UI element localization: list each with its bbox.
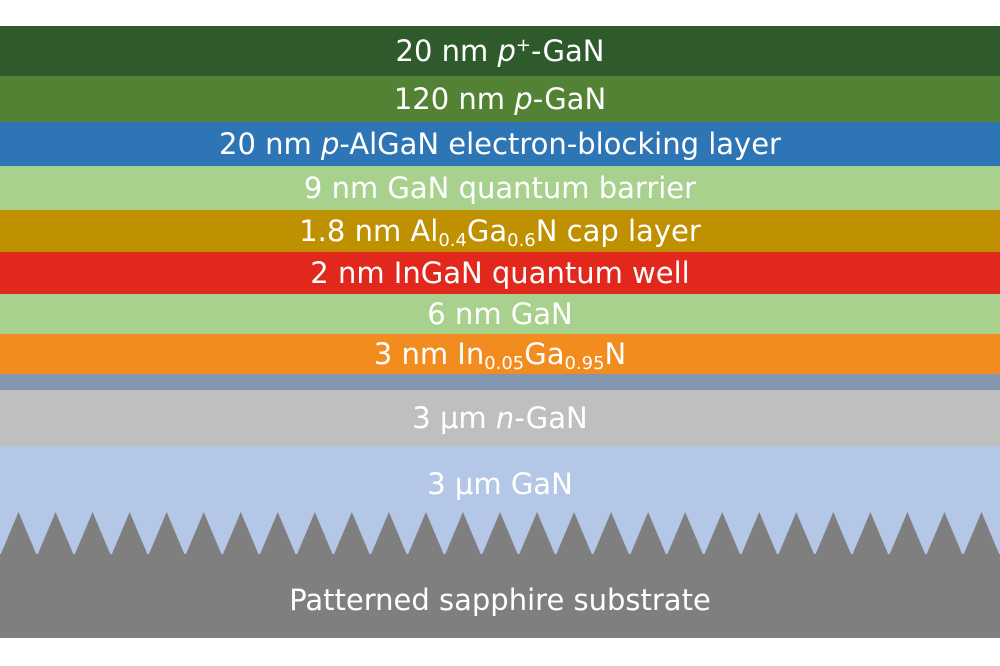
sapphire-cone	[592, 512, 630, 556]
label-part: 0.4	[438, 229, 467, 251]
sapphire-cone	[259, 512, 297, 556]
sapphire-cone	[703, 512, 741, 556]
layer-electron-blocking: 20 nm p-AlGaN electron-blocking layer	[0, 122, 1000, 166]
label-part: -AlGaN electron-blocking layer	[339, 126, 781, 161]
layer-algan-cap: 1.8 nm Al0.4Ga0.6N cap layer	[0, 210, 1000, 252]
label-part: Ga	[524, 336, 565, 371]
label-part: p	[320, 126, 340, 161]
sapphire-cone	[185, 512, 223, 556]
label-part: 120 nm	[393, 81, 515, 116]
layer-label: 3 μm GaN	[427, 470, 573, 499]
layer-ingan-3nm: 3 nm In0.05Ga0.95N	[0, 334, 1000, 374]
layer-sapphire-substrate: Patterned sapphire substrate	[0, 554, 1000, 638]
label-part: -GaN	[532, 81, 607, 116]
layer-interlayer	[0, 374, 1000, 390]
label-part: 1.8 nm Al	[299, 213, 439, 248]
label-part: 0.95	[564, 352, 605, 374]
layer-label: 1.8 nm Al0.4Ga0.6N cap layer	[299, 213, 701, 249]
layer-label: 3 nm In0.05Ga0.95N	[373, 336, 627, 372]
label-part: N cap layer	[535, 213, 701, 248]
label-part: 3	[412, 400, 440, 435]
sapphire-cone	[555, 512, 593, 556]
label-part: 3 nm In	[373, 336, 485, 371]
sapphire-cone	[333, 512, 371, 556]
layer-label: Patterned sapphire substrate	[289, 582, 711, 617]
layer-label: 20 nm p+-GaN	[395, 33, 605, 68]
sapphire-cone	[222, 512, 260, 556]
label-part: 9 nm GaN quantum barrier	[303, 170, 697, 205]
layer-label: 20 nm p-AlGaN electron-blocking layer	[219, 126, 781, 161]
sapphire-cone	[518, 512, 556, 556]
label-part: Patterned sapphire substrate	[289, 582, 711, 617]
sapphire-cone	[296, 512, 334, 556]
layer-p-gan: 120 nm p-GaN	[0, 76, 1000, 122]
layer-pplus-gan: 20 nm p+-GaN	[0, 26, 1000, 76]
label-part: 0.6	[507, 229, 536, 251]
sapphire-cone	[777, 512, 815, 556]
label-part: -GaN	[514, 400, 588, 435]
layer-label: 2 nm InGaN quantum well	[310, 255, 690, 290]
sapphire-cone	[925, 512, 963, 556]
sapphire-cone	[740, 512, 778, 556]
sapphire-cone	[666, 512, 704, 556]
sapphire-cone	[851, 512, 889, 556]
layer-gan-6nm: 6 nm GaN	[0, 294, 1000, 334]
sapphire-cone	[962, 512, 1000, 556]
layer-quantum-well: 2 nm InGaN quantum well	[0, 252, 1000, 294]
label-part: 20 nm	[395, 33, 498, 68]
label-part: -GaN	[530, 33, 605, 68]
label-part: μm GaN	[454, 467, 573, 501]
label-part: p	[497, 33, 516, 68]
sapphire-cone	[111, 512, 149, 556]
layer-label: 9 nm GaN quantum barrier	[303, 170, 697, 205]
label-part: Ga	[466, 213, 508, 248]
layer-n-gan: 3 μm n-GaN	[0, 390, 1000, 446]
sapphire-cone	[74, 512, 112, 556]
sapphire-cone	[407, 512, 445, 556]
label-part: N	[604, 336, 627, 371]
label-part: +	[515, 34, 531, 56]
layer-quantum-barrier: 9 nm GaN quantum barrier	[0, 166, 1000, 210]
label-part: μm	[439, 400, 496, 435]
label-part: 6 nm GaN	[427, 296, 573, 331]
label-part: 0.05	[484, 352, 525, 374]
sapphire-cone	[370, 512, 408, 556]
layer-label: 120 nm p-GaN	[393, 81, 607, 116]
label-part: 3	[427, 467, 455, 501]
label-part: 2 nm InGaN quantum well	[310, 255, 690, 290]
sapphire-cone	[0, 512, 38, 556]
label-part: 20 nm	[219, 126, 321, 161]
label-part: p	[514, 81, 533, 116]
sapphire-cone	[444, 512, 482, 556]
sapphire-cone	[148, 512, 186, 556]
sapphire-cone	[814, 512, 852, 556]
label-part: n	[495, 400, 515, 435]
sapphire-cone	[629, 512, 667, 556]
layer-label: 6 nm GaN	[427, 296, 573, 331]
sapphire-cone	[37, 512, 75, 556]
sapphire-cone	[481, 512, 519, 556]
sapphire-cone	[888, 512, 926, 556]
sapphire-pattern-teeth	[0, 512, 1000, 556]
layer-label: 3 μm n-GaN	[412, 400, 588, 435]
